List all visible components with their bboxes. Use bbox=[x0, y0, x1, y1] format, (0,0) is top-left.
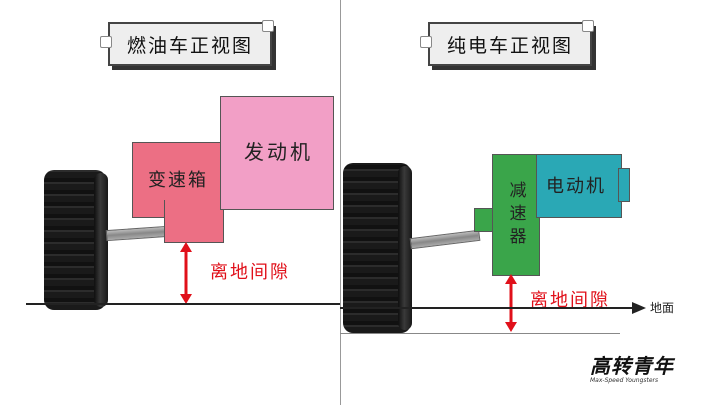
logo: 高转青年 Max-Speed Youngsters bbox=[590, 350, 700, 390]
panel-divider bbox=[340, 0, 341, 405]
engine-label: 发动机 bbox=[244, 140, 313, 164]
reducer-block: 减速器 bbox=[492, 154, 540, 276]
ground-arrowhead bbox=[632, 302, 646, 314]
left-ground-line bbox=[26, 303, 340, 305]
left-tire-sidewall bbox=[94, 173, 108, 307]
motor-endcap bbox=[618, 168, 630, 202]
right-ground-line bbox=[340, 307, 638, 309]
right-clearance-arrow bbox=[505, 274, 517, 332]
gearbox-label: 变速箱 bbox=[148, 170, 208, 191]
engine-block bbox=[220, 96, 334, 210]
motor-label: 电动机 bbox=[546, 176, 606, 197]
right-title: 纯电车正视图 bbox=[446, 34, 573, 57]
pin-icon bbox=[420, 36, 432, 48]
right-base-line bbox=[340, 333, 620, 334]
left-axle bbox=[105, 225, 169, 242]
right-title-card: 纯电车正视图 bbox=[428, 22, 592, 66]
right-tire-sidewall bbox=[398, 166, 412, 330]
ground-label: 地面 bbox=[650, 301, 675, 315]
left-title-card: 燃油车正视图 bbox=[108, 22, 272, 66]
pin-icon bbox=[262, 20, 274, 32]
pin-icon bbox=[100, 36, 112, 48]
left-clearance-arrow bbox=[180, 242, 192, 304]
left-clearance-label: 离地间隙 bbox=[210, 262, 290, 283]
logo-subtext: Max-Speed Youngsters bbox=[590, 377, 659, 384]
pin-icon bbox=[582, 20, 594, 32]
logo-text: 高转青年 bbox=[590, 354, 674, 378]
motor-block bbox=[536, 154, 622, 218]
left-title: 燃油车正视图 bbox=[126, 34, 253, 57]
reducer-label: 减速器 bbox=[505, 180, 526, 250]
gearbox-lower-block bbox=[164, 200, 224, 243]
right-axle bbox=[409, 229, 481, 250]
right-clearance-label: 离地间隙 bbox=[530, 290, 610, 311]
